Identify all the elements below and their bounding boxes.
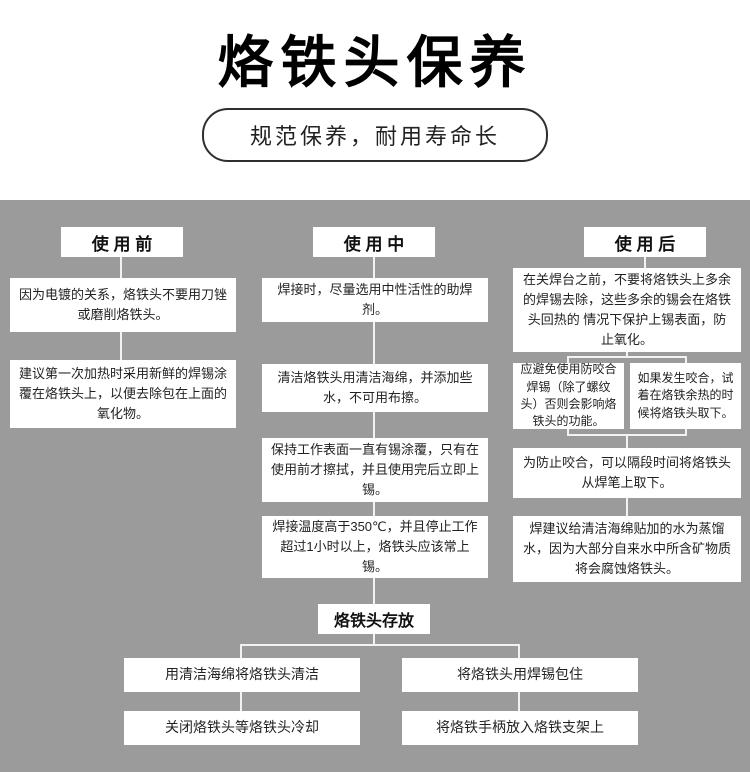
connector-line xyxy=(685,356,687,364)
connector-line xyxy=(240,644,520,646)
connector-line xyxy=(626,498,628,517)
flow-box-before-1: 因为电镀的关系，烙铁头不要用刀锉或磨削烙铁头。 xyxy=(10,278,236,332)
connector-line xyxy=(240,692,242,712)
column-header-before-use: 使 用 前 xyxy=(61,227,183,257)
storage-box-left-1: 用清洁海绵将烙铁头清洁 xyxy=(124,658,360,692)
page-title: 烙铁头保养 xyxy=(217,31,533,94)
storage-box-left-2: 关闭烙铁头等烙铁头冷却 xyxy=(124,711,360,745)
connector-line xyxy=(626,352,628,358)
connector-line xyxy=(685,429,687,436)
connector-line xyxy=(373,634,375,646)
connector-line xyxy=(518,644,520,659)
flow-box-during-1: 焊接时，尽量选用中性活性的助焊剂。 xyxy=(262,278,488,322)
storage-header: 烙铁头存放 xyxy=(318,604,430,634)
flow-box-during-2: 清洁烙铁头用清洁海绵，并添加些水，不可用布擦。 xyxy=(262,364,488,412)
connector-line xyxy=(373,412,375,438)
connector-line xyxy=(567,356,687,358)
connector-line xyxy=(626,434,628,449)
connector-line xyxy=(567,356,569,364)
flow-box-after-4: 焊建议给清洁海绵贴加的水为蒸馏水，因为大部分自来水中所含矿物质将会腐蚀烙铁头。 xyxy=(513,516,741,582)
connector-line xyxy=(644,257,646,268)
subtitle-text: 规范保养，耐用寿命长 xyxy=(249,124,501,149)
storage-box-right-1: 将烙铁头用焊锡包住 xyxy=(402,658,638,692)
flow-box-after-3: 为防止咬合，可以隔段时间将烙铁头从焊笔上取下。 xyxy=(513,448,741,498)
flow-box-before-2: 建议第一次加热时采用新鲜的焊锡涂覆在烙铁头上，以便去除包在上面的氧化物。 xyxy=(10,360,236,428)
column-header-after-use: 使 用 后 xyxy=(584,227,706,257)
flow-box-after-1: 在关焊台之前，不要将烙铁头上多余的焊锡去除，这些多余的锡会在烙铁头回热的 情况下… xyxy=(513,268,741,352)
connector-line xyxy=(518,692,520,712)
connector-line xyxy=(567,429,569,436)
flow-box-after-2a: 应避免使用防咬合焊锡（除了螺纹头）否则会影响烙铁头的功能。 xyxy=(513,362,624,429)
subtitle-pill: 规范保养，耐用寿命长 xyxy=(201,108,549,162)
connector-line xyxy=(120,257,122,278)
connector-line xyxy=(373,257,375,278)
flow-box-during-4: 焊接温度高于350℃，并且停止工作超过1小时以上，烙铁头应该常上锡。 xyxy=(262,516,488,578)
connector-line xyxy=(373,322,375,364)
flow-box-after-2b: 如果发生咬合，试着在烙铁余热的时候将烙铁头取下。 xyxy=(630,363,741,429)
connector-line xyxy=(373,578,375,605)
flow-box-during-3: 保持工作表面一直有锡涂覆，只有在使用前才擦拭，并且使用完后立即上锡。 xyxy=(262,438,488,502)
storage-box-right-2: 将烙铁手柄放入烙铁支架上 xyxy=(402,711,638,745)
column-header-during-use: 使 用 中 xyxy=(313,227,435,257)
connector-line xyxy=(120,332,122,360)
connector-line xyxy=(373,502,375,516)
connector-line xyxy=(240,644,242,659)
